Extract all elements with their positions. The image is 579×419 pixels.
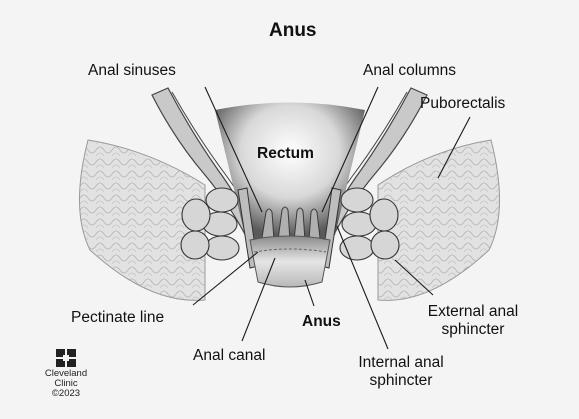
- credit-year: ©2023: [38, 389, 94, 399]
- cleveland-clinic-logo-icon: [55, 348, 77, 368]
- label-external-anal-sphincter: External anal sphincter: [413, 303, 533, 339]
- label-internal-anal-sphincter: Internal anal sphincter: [345, 354, 457, 390]
- external-anal-sphincter-line1: External anal: [428, 303, 518, 320]
- anal-canal: [250, 236, 330, 287]
- diagram-title: Anus: [269, 22, 317, 40]
- label-anal-columns: Anal columns: [363, 62, 456, 80]
- cleveland-clinic-credit: Cleveland Clinic ©2023: [38, 348, 94, 399]
- internal-anal-sphincter-line2: sphincter: [370, 372, 433, 389]
- label-anus: Anus: [302, 313, 341, 331]
- label-rectum: Rectum: [257, 145, 314, 163]
- label-anal-sinuses: Anal sinuses: [88, 62, 176, 80]
- label-anal-canal: Anal canal: [193, 347, 265, 365]
- label-pectinate-line: Pectinate line: [71, 309, 164, 327]
- label-puborectalis: Puborectalis: [420, 95, 505, 113]
- internal-anal-sphincter-line1: Internal anal: [358, 354, 443, 371]
- external-anal-sphincter-line2: sphincter: [442, 321, 505, 338]
